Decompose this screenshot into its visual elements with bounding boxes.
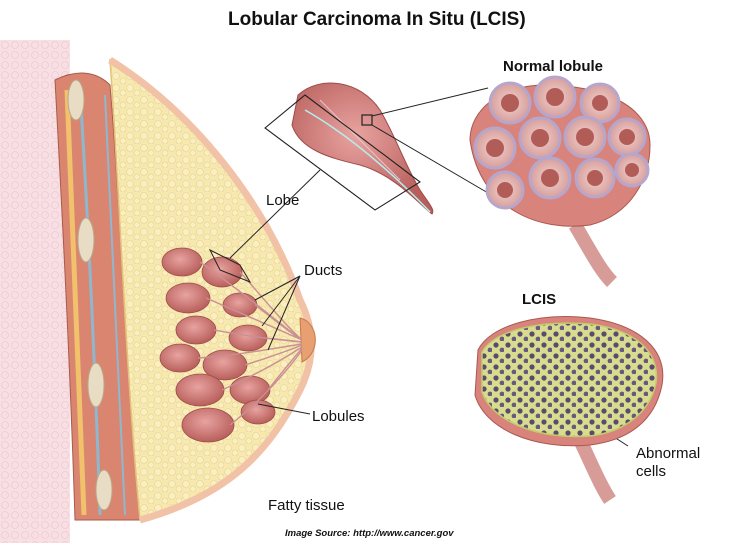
diagram-title: Lobular Carcinoma In Situ (LCIS) bbox=[228, 9, 526, 30]
breast-fat bbox=[109, 58, 312, 521]
lobe-box bbox=[264, 94, 421, 211]
image-source-caption: Image Source: http://www.cancer.gov bbox=[285, 528, 454, 539]
muscle-stripe bbox=[64, 89, 87, 516]
normal-lobule-label: Normal lobule bbox=[503, 58, 604, 75]
lobes bbox=[159, 247, 276, 443]
muscle-stripe bbox=[104, 94, 126, 516]
lobe-label: Lobe bbox=[266, 192, 300, 209]
abnormal-cells-label-line1: Abnormal bbox=[636, 445, 701, 462]
ribs bbox=[67, 79, 113, 511]
ducts-label: Ducts bbox=[304, 262, 343, 279]
fatty-tissue-label: Fatty tissue bbox=[268, 497, 345, 514]
nipple bbox=[299, 317, 316, 363]
leader-lines bbox=[208, 87, 629, 447]
chest-wall bbox=[0, 40, 70, 543]
abnormal-cells-label-line2: cells bbox=[636, 463, 667, 480]
lcis-lobule bbox=[474, 316, 664, 504]
lobe-detail bbox=[291, 82, 434, 215]
lcis-label: LCIS bbox=[522, 291, 557, 308]
normal-lobule bbox=[469, 75, 651, 287]
muscle-stripe bbox=[78, 89, 102, 516]
lobules-label: Lobules bbox=[312, 408, 365, 425]
